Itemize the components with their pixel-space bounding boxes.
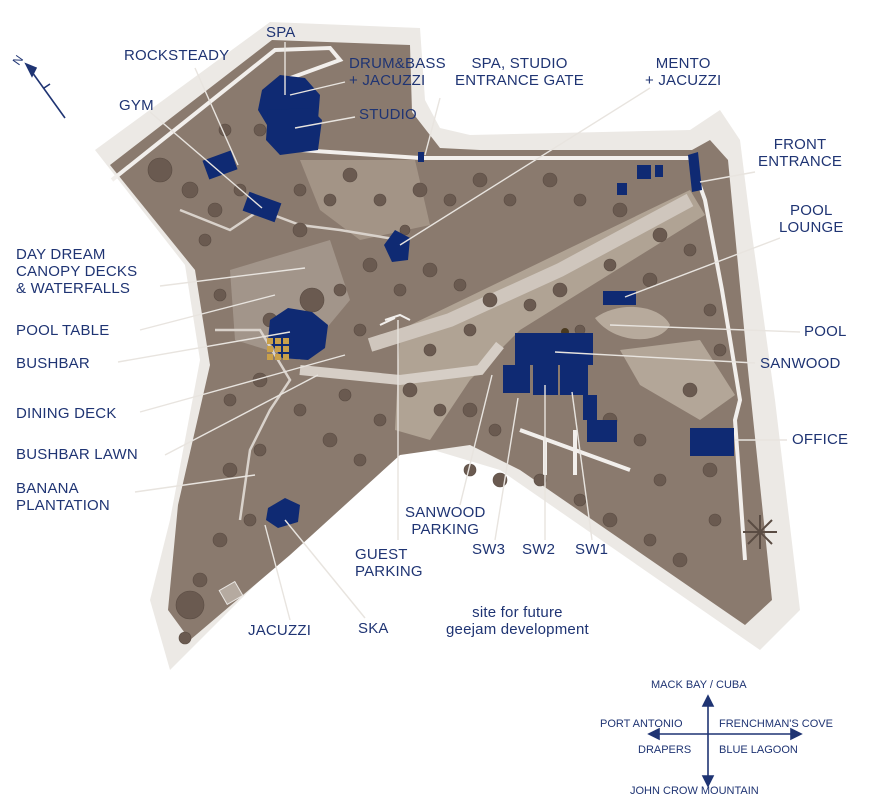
- guest-parking-lines: [379, 313, 411, 326]
- building-studio: [266, 108, 322, 155]
- label-mento: MENTO + JACUZZI: [645, 55, 722, 89]
- direction-compass: [647, 694, 803, 788]
- label-spa-studio-gate: SPA, STUDIO ENTRANCE GATE: [455, 55, 585, 89]
- label-pool: POOL: [804, 323, 847, 340]
- pool-lawn: [595, 306, 670, 340]
- label-jacuzzi: JACUZZI: [248, 622, 312, 639]
- direction-north: MACK BAY / CUBA: [651, 679, 747, 691]
- label-sw1: SW1: [575, 541, 609, 558]
- label-sanwood: SANWOOD: [760, 355, 841, 372]
- parking-drive: [299, 341, 504, 386]
- building-pool-lounge: [603, 291, 636, 305]
- label-gym: GYM: [119, 97, 154, 114]
- label-drum-bass: DRUM&BASS + JACUZZI: [349, 55, 446, 89]
- building-ska: [266, 498, 300, 528]
- pool-table-grid: [267, 338, 289, 360]
- label-sanwood-parking: SANWOOD PARKING: [405, 504, 486, 538]
- building-entrance-c: [655, 165, 663, 177]
- open-area-north: [300, 160, 430, 240]
- building-sanwood: [515, 333, 593, 365]
- label-studio: STUDIO: [359, 106, 417, 123]
- building-mento: [384, 230, 410, 262]
- palm-tree: [743, 515, 777, 549]
- label-pool-table: POOL TABLE: [16, 322, 110, 339]
- direction-southwest: DRAPERS: [638, 744, 692, 756]
- building-annex: [583, 395, 597, 420]
- label-front-entrance: FRONT ENTRANCE: [758, 136, 843, 170]
- direction-west: PORT ANTONIO: [600, 718, 683, 730]
- direction-southeast: BLUE LAGOON: [719, 744, 798, 756]
- building-entrance-a: [617, 183, 627, 195]
- label-ska: SKA: [358, 620, 389, 637]
- label-banana-plantation: BANANA PLANTATION: [16, 480, 110, 514]
- label-pool-lounge: POOL LOUNGE: [779, 202, 844, 236]
- direction-south: JOHN CROW MOUNTAIN: [630, 785, 759, 797]
- leader-lines: [117, 42, 801, 621]
- building-front-gate: [688, 152, 702, 192]
- main-drive: [367, 193, 694, 352]
- building-entrance-b: [637, 165, 651, 179]
- building-spa-gate: [418, 152, 424, 162]
- label-office: OFFICE: [792, 431, 849, 448]
- label-sw2: SW2: [522, 541, 556, 558]
- central-clearing: [395, 190, 705, 440]
- building-sw1: [560, 365, 588, 395]
- label-future-site: site for future geejam development: [446, 604, 589, 638]
- parking-pad: [218, 580, 244, 606]
- north-arrow: [24, 62, 66, 119]
- label-bushbar: BUSHBAR: [16, 355, 90, 372]
- label-bushbar-lawn: BUSHBAR LAWN: [16, 446, 138, 463]
- label-rocksteady: ROCKSTEADY: [124, 47, 230, 64]
- label-day-dream: DAY DREAM CANOPY DECKS & WATERFALLS: [16, 246, 138, 297]
- label-sw3: SW3: [472, 541, 506, 558]
- building-rocksteady: [202, 150, 238, 180]
- building-office: [690, 428, 734, 456]
- label-guest-parking: GUEST PARKING: [355, 546, 423, 580]
- label-spa: SPA: [266, 24, 296, 41]
- tree-cluster: [147, 123, 727, 645]
- building-annex-2: [587, 420, 617, 442]
- building-sw3: [503, 365, 530, 393]
- direction-east: FRENCHMAN'S COVE: [719, 718, 833, 730]
- label-dining-deck: DINING DECK: [16, 405, 117, 422]
